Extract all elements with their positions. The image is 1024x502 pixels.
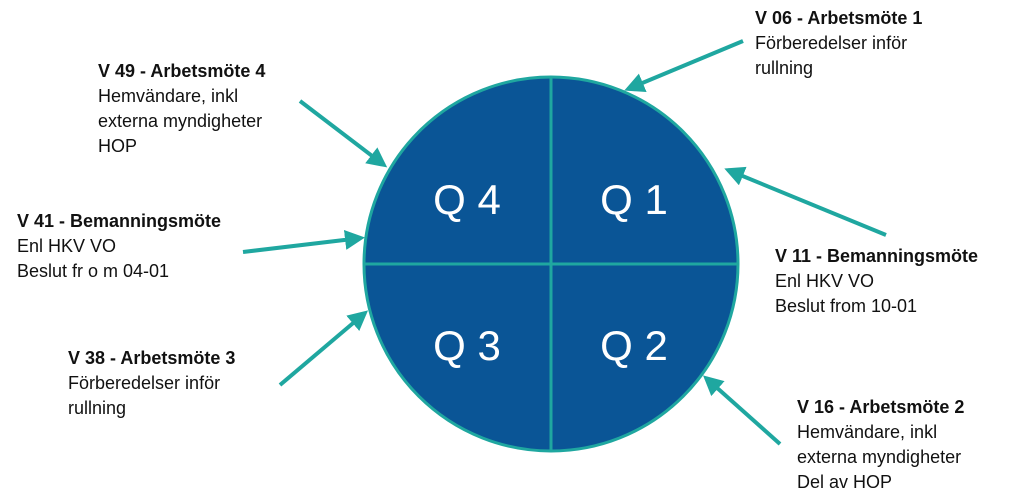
arrow-v06 [624, 39, 744, 93]
annotation-v16: V 16 - Arbetsmöte 2 Hemvändare, inkl ext… [797, 395, 964, 495]
annotation-v41: V 41 - Bemanningsmöte Enl HKV VO Beslut … [17, 209, 221, 284]
annotation-line: Förberedelser inför [68, 373, 221, 393]
annotation-v06: V 06 - Arbetsmöte 1 Förberedelser inför … [755, 6, 922, 81]
annotation-line: rullning [68, 398, 127, 418]
annotation-line: Beslut fr o m 04-01 [17, 261, 170, 281]
annotation-line: HOP [98, 136, 138, 156]
annotation-v38: V 38 - Arbetsmöte 3 Förberedelser inför … [68, 346, 235, 421]
annotation-title: V 41 - Bemanningsmöte [17, 211, 222, 231]
quadrant-label-q4: Q 4 [433, 176, 501, 223]
annotation-line: rullning [755, 58, 814, 78]
annotation-line: Enl HKV VO [17, 236, 117, 256]
annotation-line: externa myndigheter [98, 111, 263, 131]
quadrant-label-q2: Q 2 [600, 322, 668, 369]
annotation-v49: V 49 - Arbetsmöte 4 Hemvändare, inkl ext… [98, 59, 265, 159]
arrow-v16 [703, 375, 782, 446]
annotation-line: externa myndigheter [797, 447, 962, 467]
annotation-title: V 06 - Arbetsmöte 1 [755, 8, 923, 28]
quadrant-label-q3: Q 3 [433, 322, 501, 369]
arrow-v38 [278, 310, 369, 387]
arrow-v49 [298, 99, 388, 168]
annotation-v11: V 11 - Bemanningsmöte Enl HKV VO Beslut … [775, 244, 978, 319]
quadrant-label-q1: Q 1 [600, 176, 668, 223]
annotation-title: V 16 - Arbetsmöte 2 [797, 397, 965, 417]
arrow-v41 [242, 229, 365, 254]
annotation-title: V 49 - Arbetsmöte 4 [98, 61, 266, 81]
annotation-line: Enl HKV VO [775, 271, 875, 291]
annotation-title: V 11 - Bemanningsmöte [775, 246, 979, 266]
arrow-v11 [724, 166, 887, 237]
annotation-line: Förberedelser inför [755, 33, 908, 53]
annotation-title: V 38 - Arbetsmöte 3 [68, 348, 236, 368]
annotation-line: Hemvändare, inkl [797, 422, 938, 442]
annotation-line: Beslut from 10-01 [775, 296, 918, 316]
annotation-line: Hemvändare, inkl [98, 86, 239, 106]
annotation-line: Del av HOP [797, 472, 893, 492]
